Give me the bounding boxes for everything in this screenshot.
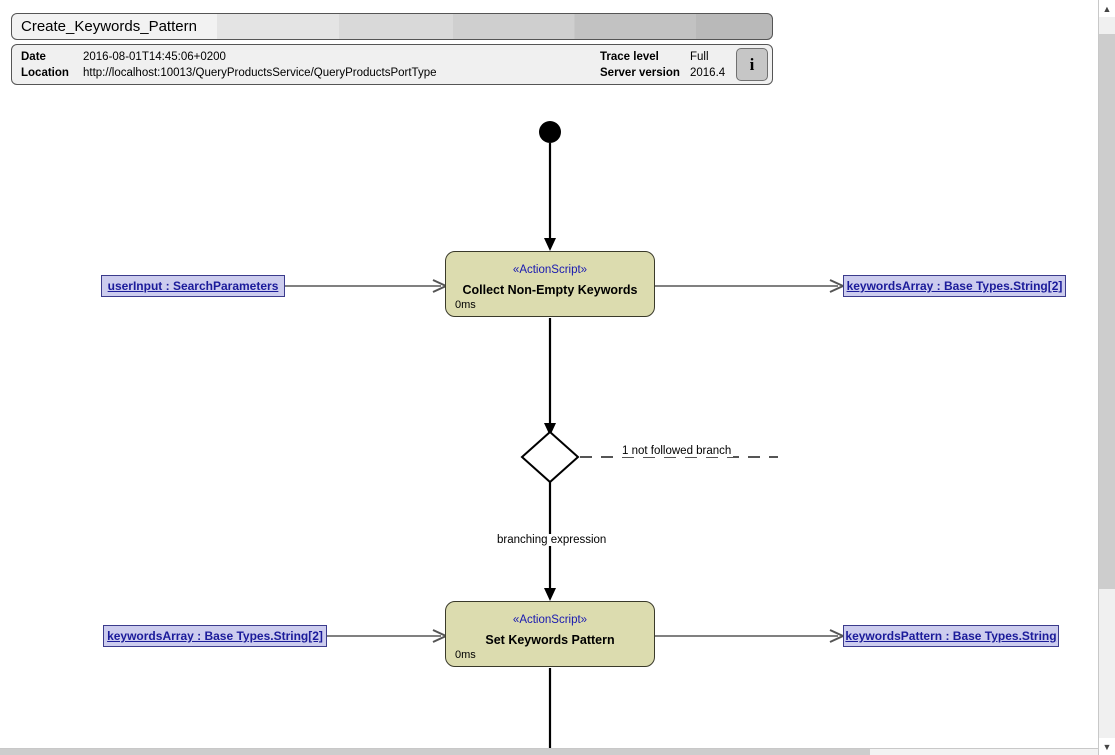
horizontal-scrollbar-thumb[interactable] — [0, 749, 870, 755]
date-row: Date 2016-08-01T14:45:06+0200 — [21, 49, 437, 65]
action-duration: 0ms — [455, 299, 476, 311]
action-stereotype: «ActionScript» — [512, 264, 588, 276]
diagram-edges-layer — [285, 143, 846, 748]
trace-title-bar: Create_Keywords_Pattern — [11, 13, 773, 40]
pin-label: keywordsArray : Base Types.String[2] — [107, 629, 323, 643]
initial-node[interactable] — [539, 121, 561, 143]
pin-label: keywordsPattern : Base Types.String — [845, 629, 1057, 643]
pin-label: userInput : SearchParameters — [107, 279, 279, 293]
page-title: Create_Keywords_Pattern — [21, 18, 197, 35]
decision-node[interactable] — [520, 430, 580, 484]
location-label: Location — [21, 66, 69, 79]
location-value: http://localhost:10013/QueryProductsServ… — [83, 66, 437, 79]
vertical-scrollbar[interactable]: ▲ ▼ — [1098, 0, 1115, 755]
action-node-set-keywords-pattern[interactable]: «ActionScript» Set Keywords Pattern 0ms — [445, 601, 655, 667]
pin-label: keywordsArray : Base Types.String[2] — [846, 279, 1063, 293]
label-branching-expression: branching expression — [495, 534, 609, 546]
trace-level-label: Trace level — [600, 50, 659, 63]
flow-arrow-decision — [544, 423, 556, 436]
location-row: Location http://localhost:10013/QueryPro… — [21, 65, 437, 81]
server-version-label: Server version — [600, 66, 680, 79]
horizontal-scrollbar[interactable] — [0, 748, 1098, 755]
vertical-scrollbar-track[interactable] — [1099, 17, 1115, 738]
trace-info-bar: Date 2016-08-01T14:45:06+0200 Location h… — [11, 44, 773, 85]
scroll-up-icon[interactable]: ▲ — [1099, 0, 1115, 17]
flow-arrow-collect — [544, 238, 556, 251]
trace-meta-right: Trace level Full Server version 2016.4 — [600, 45, 734, 84]
action-duration: 0ms — [455, 649, 476, 661]
action-title: Collect Non-Empty Keywords — [462, 283, 638, 297]
action-title: Set Keywords Pattern — [485, 633, 615, 647]
date-label: Date — [21, 50, 46, 63]
flow-arrow-setpattern — [544, 588, 556, 601]
pin-keywords-array-input[interactable]: keywordsArray : Base Types.String[2] — [103, 625, 327, 647]
action-node-collect-non-empty-keywords[interactable]: «ActionScript» Collect Non-Empty Keyword… — [445, 251, 655, 317]
pin-keywords-array-output[interactable]: keywordsArray : Base Types.String[2] — [843, 275, 1066, 297]
trace-level-row: Trace level Full — [600, 49, 734, 65]
label-not-followed-branch: 1 not followed branch — [620, 445, 734, 457]
diagram-canvas[interactable]: Create_Keywords_Pattern Date 2016-08-01T… — [0, 0, 1088, 748]
info-icon[interactable]: i — [736, 48, 768, 81]
trace-meta-left: Date 2016-08-01T14:45:06+0200 Location h… — [21, 45, 437, 84]
vertical-scrollbar-thumb[interactable] — [1099, 34, 1115, 589]
pin-keywords-pattern-output[interactable]: keywordsPattern : Base Types.String — [843, 625, 1059, 647]
trace-level-value: Full — [690, 50, 709, 63]
server-version-row: Server version 2016.4 — [600, 65, 734, 81]
trace-header-panel: Create_Keywords_Pattern Date 2016-08-01T… — [11, 13, 773, 85]
date-value: 2016-08-01T14:45:06+0200 — [83, 50, 226, 63]
action-stereotype: «ActionScript» — [512, 614, 588, 626]
scroll-down-icon[interactable]: ▼ — [1099, 738, 1115, 755]
server-version-value: 2016.4 — [690, 66, 726, 79]
pin-user-input[interactable]: userInput : SearchParameters — [101, 275, 285, 297]
